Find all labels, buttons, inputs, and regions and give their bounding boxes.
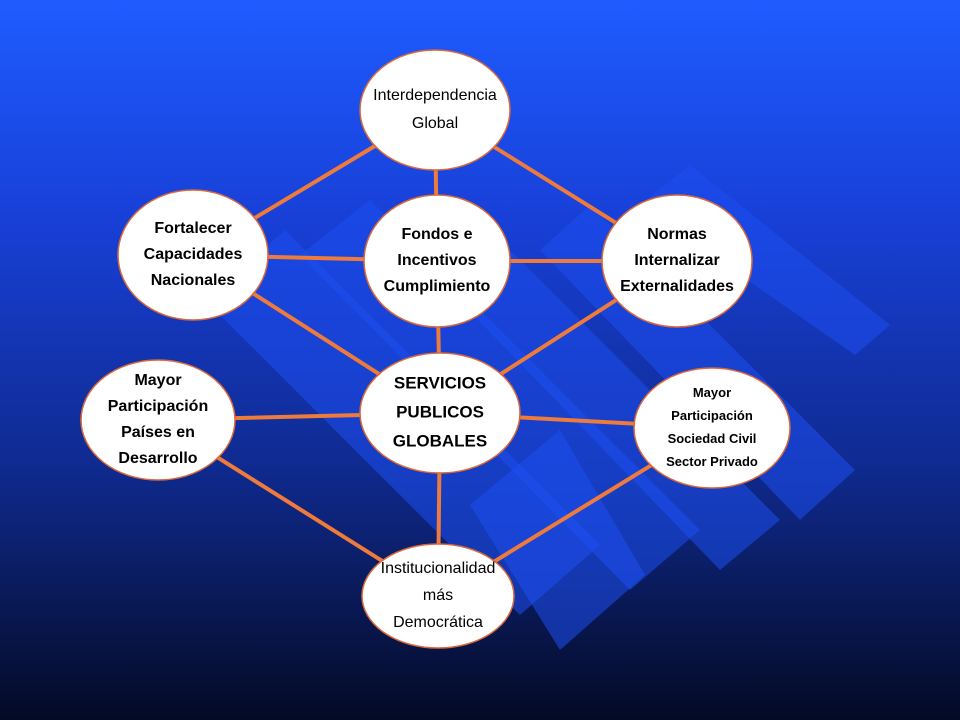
node-label-line: Externalidades	[620, 278, 734, 295]
node-ellipse	[359, 49, 511, 171]
node-ellipse	[601, 194, 753, 328]
node-label-line: Cumplimiento	[384, 278, 491, 295]
node-label-line: Institucionalidad	[381, 560, 496, 577]
node-label-line: Mayor	[693, 385, 731, 400]
node-label-line: GLOBALES	[393, 431, 487, 450]
node-ellipse	[633, 367, 791, 489]
node-label-line: más	[423, 587, 453, 604]
node-label-line: Capacidades	[144, 246, 243, 263]
node-label-line: Mayor	[134, 372, 181, 389]
node-label-line: Nacionales	[151, 272, 236, 289]
background-stripes	[205, 165, 890, 650]
node-servicios: SERVICIOS PUBLICOS GLOBALES	[359, 352, 521, 474]
diagram-nodes: InterdependenciaGlobalFortalecerCapacida…	[80, 49, 791, 649]
node-label-line: Fondos e	[401, 226, 472, 243]
background-stripe-6	[470, 430, 645, 650]
node-label-line: Sector Privado	[666, 454, 758, 469]
node-label-line: Países en	[121, 424, 195, 441]
node-ellipse	[359, 352, 521, 474]
node-label-line: Global	[412, 115, 458, 132]
node-label-line: Incentivos	[397, 252, 476, 269]
node-label-line: Desarrollo	[118, 450, 197, 467]
node-ellipse	[363, 194, 511, 328]
node-ellipse	[117, 189, 269, 321]
node-ellipse	[80, 359, 236, 481]
node-label-line: SERVICIOS	[394, 373, 486, 392]
node-label-line: Participación	[671, 408, 753, 423]
node-ellipse	[361, 543, 515, 649]
node-label-line: Internalizar	[634, 252, 719, 269]
node-label-line: PUBLICOS	[396, 402, 484, 421]
node-label-line: Democrática	[393, 614, 483, 631]
node-label-line: Sociedad Civil	[668, 431, 757, 446]
node-label-line: Fortalecer	[154, 220, 231, 237]
node-label-line: Normas	[647, 226, 707, 243]
node-label-line: Participación	[108, 398, 208, 415]
node-label-line: Interdependencia	[373, 87, 497, 104]
